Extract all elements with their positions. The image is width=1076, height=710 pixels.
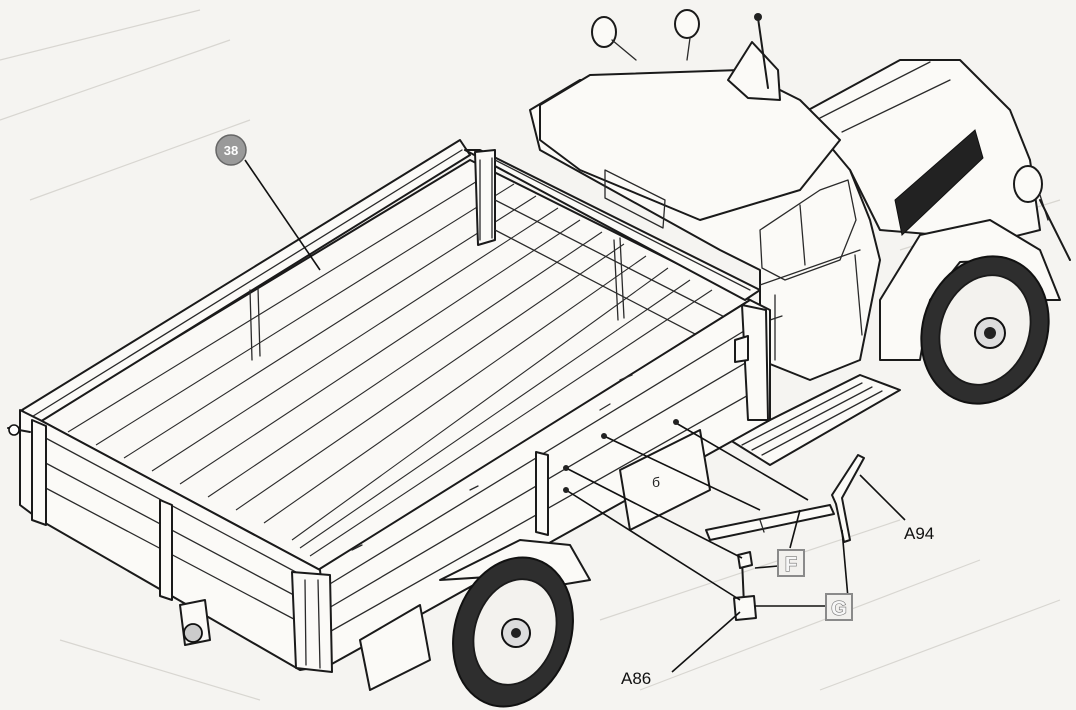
front-stalk [1039, 199, 1071, 261]
antenna-tip [754, 13, 762, 21]
tool-box-mark: б [652, 474, 660, 490]
rear-left-post [31, 419, 47, 526]
mirror-left [591, 16, 637, 61]
background-ghost-lines [0, 9, 1061, 701]
assembly-arrows [563, 419, 809, 601]
floor-planks [67, 171, 713, 557]
sprue-tag-g-text: G [831, 598, 847, 620]
part-label-a86: A86 [621, 669, 651, 688]
front-right-post [741, 304, 769, 421]
pick-axe-part [705, 454, 865, 543]
sprue-tag-f-text: F [785, 554, 797, 576]
rear-right-post [291, 571, 333, 673]
antenna [757, 17, 769, 89]
hood-vent [894, 129, 984, 236]
step-number: 38 [224, 143, 238, 158]
sprue-tag-f: F [777, 549, 805, 577]
tailgate-boards [39, 434, 325, 636]
rear-wheel [439, 539, 591, 708]
mirror-right [674, 9, 700, 61]
front-mirror [1013, 165, 1049, 221]
spare-box [359, 604, 431, 691]
front-wheel [920, 255, 1050, 405]
headboard-stake [613, 237, 625, 321]
callout-leaders [244, 159, 906, 673]
shovel-part [733, 551, 757, 621]
tool-box [619, 429, 711, 531]
running-board [729, 374, 901, 466]
step-number-badge: 38 [215, 134, 247, 166]
part-label-a94: A94 [904, 524, 934, 543]
sprue-tag-g: G [825, 593, 853, 621]
cargo-bed: б [7, 139, 771, 691]
truck-cab [529, 9, 1071, 466]
